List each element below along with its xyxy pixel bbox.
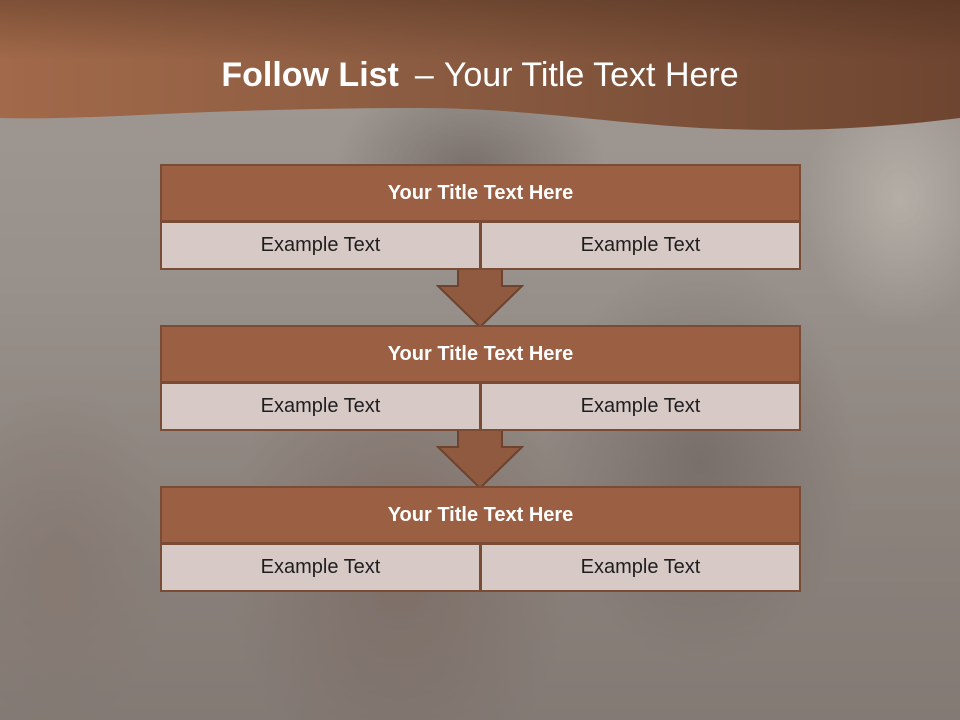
title-bold: Follow List <box>221 56 399 94</box>
step-title-3: Your Title Text Here <box>160 486 801 544</box>
step-cell-3-right: Example Text <box>480 543 801 592</box>
step-box-3: Your Title Text Here Example Text Exampl… <box>160 486 801 592</box>
step-cell-1-right: Example Text <box>480 221 801 270</box>
title-text: Your Title Text Here <box>443 56 739 94</box>
step-title-1: Your Title Text Here <box>160 164 801 222</box>
step-cell-3-left: Example Text <box>160 543 481 592</box>
down-arrow-2 <box>436 429 524 489</box>
step-cell-2-right: Example Text <box>480 382 801 431</box>
down-arrow-1 <box>436 268 524 328</box>
step-box-2: Your Title Text Here Example Text Exampl… <box>160 325 801 432</box>
slide-title: Follow List–Your Title Text Here <box>0 52 960 98</box>
step-box-1: Your Title Text Here Example Text Exampl… <box>160 164 801 271</box>
step-cell-2-left: Example Text <box>160 382 481 431</box>
title-dash: – <box>414 56 434 94</box>
step-title-2: Your Title Text Here <box>160 325 801 383</box>
header-band <box>0 0 960 130</box>
step-cell-1-left: Example Text <box>160 221 481 270</box>
